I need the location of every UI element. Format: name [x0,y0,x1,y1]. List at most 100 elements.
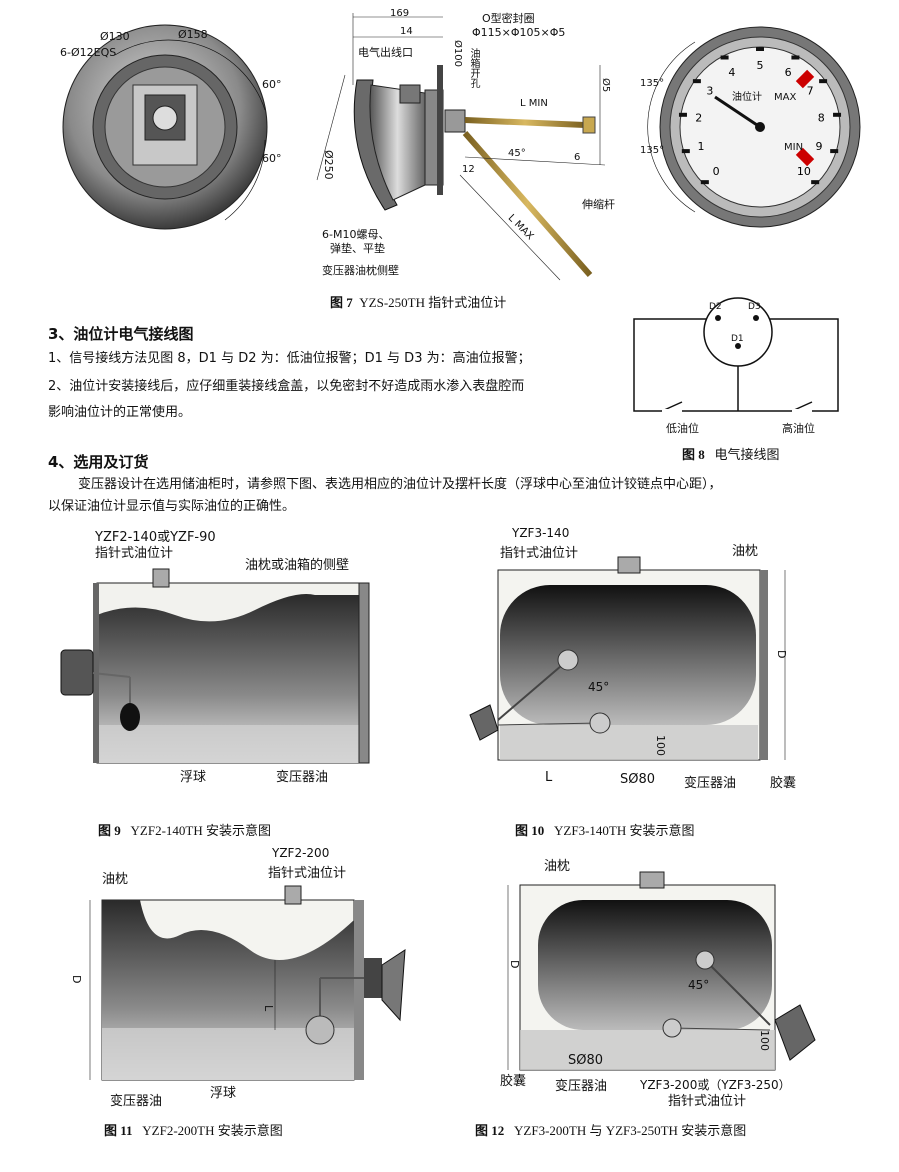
fig8-low: 低油位 [666,422,699,435]
fig8-d3: D3 [748,302,761,312]
fig9-caption-num: 图 9 [98,823,121,838]
fig7-side-view [316,13,606,281]
fig9-model1: YZF2-140或YZF-90 [95,530,216,545]
fig7-lmin: L MIN [520,98,548,109]
fig9-wall: 油枕或油箱的侧壁 [245,558,350,573]
fig11-caption-text: YZF2-200TH 安装示意图 [142,1123,283,1138]
fig12-caption-num: 图 12 [475,1123,505,1138]
fig8-d1: D1 [731,334,744,344]
fig7-front-view [62,24,268,230]
dial-numeral: 10 [797,165,811,178]
dial-tick [692,79,701,84]
fig10-drawing [469,556,786,761]
fig7-d6: 6 [574,152,581,163]
fig7-holes: 6-Ø12EQS [60,46,117,59]
dial-numeral: 5 [757,59,764,72]
fig9-float: 浮球 [180,770,207,785]
dial-numeral: 3 [706,85,713,98]
fig7-seal-dim: Φ115×Φ105×Φ5 [472,26,566,39]
fig11-L: L [262,1005,275,1012]
fig8-caption-text: 电气接线图 [714,447,780,462]
fig12-caption-text: YZF3-200TH 与 YZF3-250TH 安装示意图 [514,1123,747,1138]
fig7-ang2: 60° [262,152,282,165]
fig7-bolts2: 弹垫、平垫 [330,242,385,255]
fig12-caption: 图 12 YZF3-200TH 与 YZF3-250TH 安装示意图 [475,1120,746,1139]
dial-ang2: 135° [640,145,665,156]
fig11-drawing [89,885,406,1081]
fig10-d100: 100 [654,735,667,756]
dial-tick [833,112,842,117]
fig12-D: D [508,960,521,969]
sec3-line2a: 2、油位计安装接线后，应仔细重装接线盒盖，以免密封不好造成雨水渗入表盘腔而 [48,379,525,394]
dial-numeral: 8 [818,111,825,124]
fig7-rod: 伸缩杆 [582,198,615,211]
sec3-line1: 1、信号接线方法见图 8，D1 与 D2 为：低油位报警；D1 与 D3 为：高… [48,351,531,366]
fig7-d158: Ø158 [178,28,208,41]
dial-numeral: 2 [695,111,702,124]
fig11-caption-num: 图 11 [104,1123,133,1138]
fig10-ball: SØ80 [620,772,656,787]
dial-numeral: 4 [728,66,735,79]
fig7-seal: O型密封圈 [482,12,535,25]
dial-tick [756,47,764,51]
fig8-caption: 图 8 电气接线图 [682,444,780,463]
fig7-bolts1: 6-M10螺母、 [322,228,390,241]
fig8-wiring [633,297,839,413]
dial-tick [700,180,709,185]
fig10-bag: 胶囊 [770,776,797,791]
fig7-caption-num: 图 7 [330,295,353,310]
dial-title: 油位计 [732,92,762,103]
fig7-d12: 12 [462,164,475,175]
dial-ang1: 135° [640,78,665,89]
fig7-hole: 油箱开孔 [468,48,479,88]
fig10-caption: 图 10 YZF3-140TH 安装示意图 [515,820,694,839]
dial-tick [811,180,820,185]
fig7-outlet: 电气出线口 [358,46,413,59]
fig11-model2: 指针式油位计 [268,866,347,881]
fig11-oil: 变压器油 [110,1094,163,1109]
dial-tick [819,79,828,84]
dial-tick [678,112,687,117]
dial-numeral: 0 [713,165,720,178]
fig7-caption: 图 7 YZS-250TH 指针式油位计 [330,292,506,311]
fig7-d14: 14 [400,26,413,37]
fig10-model1: YZF3-140 [512,526,570,540]
fig11-caption: 图 11 YZF2-200TH 安装示意图 [104,1120,283,1139]
fig10-caption-num: 图 10 [515,823,545,838]
fig9-oil: 变压器油 [276,770,329,785]
sec4-line2: 以保证油位计显示值与实际油位的正确性。 [48,499,296,514]
fig10-model2: 指针式油位计 [500,546,579,561]
fig11-float: 浮球 [210,1086,237,1101]
dial-max: MAX [774,92,797,103]
fig12-model1: YZF3-200或（YZF3-250） [640,1078,791,1092]
fig9-caption-text: YZF2-140TH 安装示意图 [130,823,271,838]
dial-numeral: 7 [807,85,814,98]
fig12-tank: 油枕 [544,859,571,874]
fig12-ball: SØ80 [568,1053,604,1068]
sec4-heading: 4、选用及订货 [48,453,149,471]
dial-numeral: 1 [698,140,705,153]
fig7-caption-text: YZS-250TH 指针式油位计 [359,295,507,310]
fig10-oil: 变压器油 [684,776,737,791]
fig12-model2: 指针式油位计 [668,1094,747,1109]
fig8-d2: D2 [709,302,722,312]
dial-tick [791,55,800,60]
fig10-caption-text: YZF3-140TH 安装示意图 [554,823,695,838]
fig7-d100: Ø100 [452,40,463,67]
fig12-oil: 变压器油 [555,1079,608,1094]
fig12-d100: 100 [758,1030,771,1051]
fig9-caption: 图 9 YZF2-140TH 安装示意图 [98,820,271,839]
fig8-high: 高油位 [782,422,815,435]
fig10-D: D [775,650,788,659]
fig10-tank: 油枕 [732,544,759,559]
fig12-bag: 胶囊 [500,1074,527,1089]
dial-numeral: 6 [785,66,792,79]
dial-numeral: 9 [815,140,822,153]
fig7-d250: Ø250 [322,150,335,180]
fig7-d169: 169 [390,8,410,19]
dial-tick [830,149,839,154]
fig12-drawing [507,871,816,1071]
fig7-wall: 变压器油枕侧壁 [322,264,399,277]
